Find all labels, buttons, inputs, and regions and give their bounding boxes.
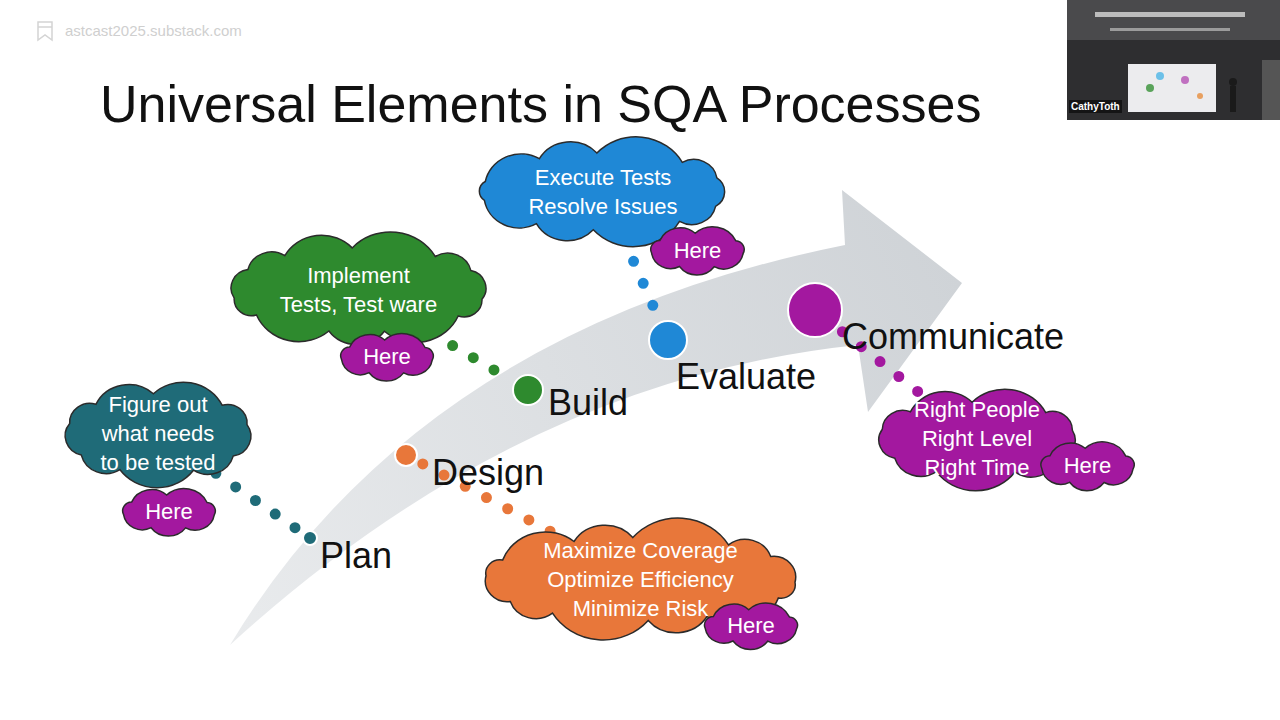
stage-label: Evaluate bbox=[676, 359, 816, 395]
webcam-screen-dot bbox=[1156, 72, 1164, 80]
cloud-shape bbox=[212, 228, 505, 352]
marker-circle bbox=[513, 375, 543, 405]
marker-circle bbox=[649, 321, 687, 359]
here-cloud: Here bbox=[333, 332, 441, 382]
marker-shape bbox=[394, 443, 418, 467]
bookmark-icon bbox=[38, 22, 52, 40]
here-cloud: Here bbox=[643, 225, 752, 276]
webcam-screen bbox=[1128, 64, 1216, 112]
cloud-outline bbox=[231, 232, 486, 345]
here-cloud: Here bbox=[1033, 440, 1142, 492]
speaker-name: CathyToth bbox=[1069, 100, 1122, 113]
thought-trail bbox=[216, 473, 298, 529]
cloud-text: Maximize Coverage Optimize Efficiency Mi… bbox=[536, 536, 746, 623]
marker-shape bbox=[787, 282, 843, 338]
cloud-outline bbox=[341, 334, 434, 382]
stage-marker: Evaluate bbox=[648, 320, 688, 360]
cloud-outline bbox=[485, 518, 795, 640]
cloud-text: Right People Right Level Right Time bbox=[907, 395, 1047, 482]
cloud-text: Execute Tests Resolve Issues bbox=[518, 163, 688, 221]
stage-marker: Communicate bbox=[787, 282, 843, 338]
stage-marker: Design bbox=[394, 443, 418, 467]
here-text: Here bbox=[145, 500, 193, 524]
stage-label: Communicate bbox=[842, 319, 1064, 355]
marker-shape bbox=[302, 530, 318, 546]
watermark: astcast2025.substack.com bbox=[63, 22, 244, 40]
cloud-outline bbox=[1041, 442, 1134, 491]
webcam-person bbox=[1230, 86, 1236, 112]
cloud-text: Implement Tests, Test ware bbox=[276, 261, 441, 319]
here-cloud: Here bbox=[697, 602, 805, 650]
marker-circle bbox=[303, 531, 317, 545]
webcam-person bbox=[1229, 78, 1237, 86]
marker-shape bbox=[512, 374, 544, 406]
here-text: Here bbox=[674, 239, 722, 263]
stage-label: Plan bbox=[320, 538, 392, 574]
webcam-screen-dot bbox=[1146, 84, 1154, 92]
cloud-text: Figure out what needs to be tested bbox=[98, 390, 218, 477]
webcam-screen-dot bbox=[1181, 76, 1189, 84]
webcam-wall bbox=[1262, 60, 1280, 120]
webcam-light bbox=[1095, 12, 1245, 17]
cloud-outline bbox=[651, 227, 744, 275]
marker-shape bbox=[648, 320, 688, 360]
here-text: Here bbox=[1064, 454, 1112, 478]
stage-label: Design bbox=[432, 455, 544, 491]
thought-trail bbox=[432, 333, 508, 378]
slide-title: Universal Elements in SQA Processes bbox=[100, 78, 981, 130]
here-text: Here bbox=[727, 614, 775, 638]
thought-cloud: Implement Tests, Test ware bbox=[212, 228, 505, 352]
here-text: Here bbox=[363, 345, 411, 369]
cloud-outline bbox=[123, 489, 216, 537]
marker-circle bbox=[395, 444, 417, 466]
cloud-outline bbox=[65, 382, 251, 487]
stage-marker: Plan bbox=[302, 530, 318, 546]
stage-label: Build bbox=[548, 385, 628, 421]
webcam-screen-dot bbox=[1197, 93, 1203, 99]
webcam-frame bbox=[1067, 0, 1280, 120]
cloud-outline bbox=[704, 603, 797, 649]
process-arrow bbox=[230, 190, 962, 645]
webcam-ceiling bbox=[1067, 0, 1280, 40]
marker-circle bbox=[788, 283, 842, 337]
webcam-light bbox=[1110, 28, 1230, 31]
stage-marker: Build bbox=[512, 374, 544, 406]
thought-cloud: Figure out what needs to be tested bbox=[48, 375, 268, 492]
here-cloud: Here bbox=[115, 487, 223, 537]
